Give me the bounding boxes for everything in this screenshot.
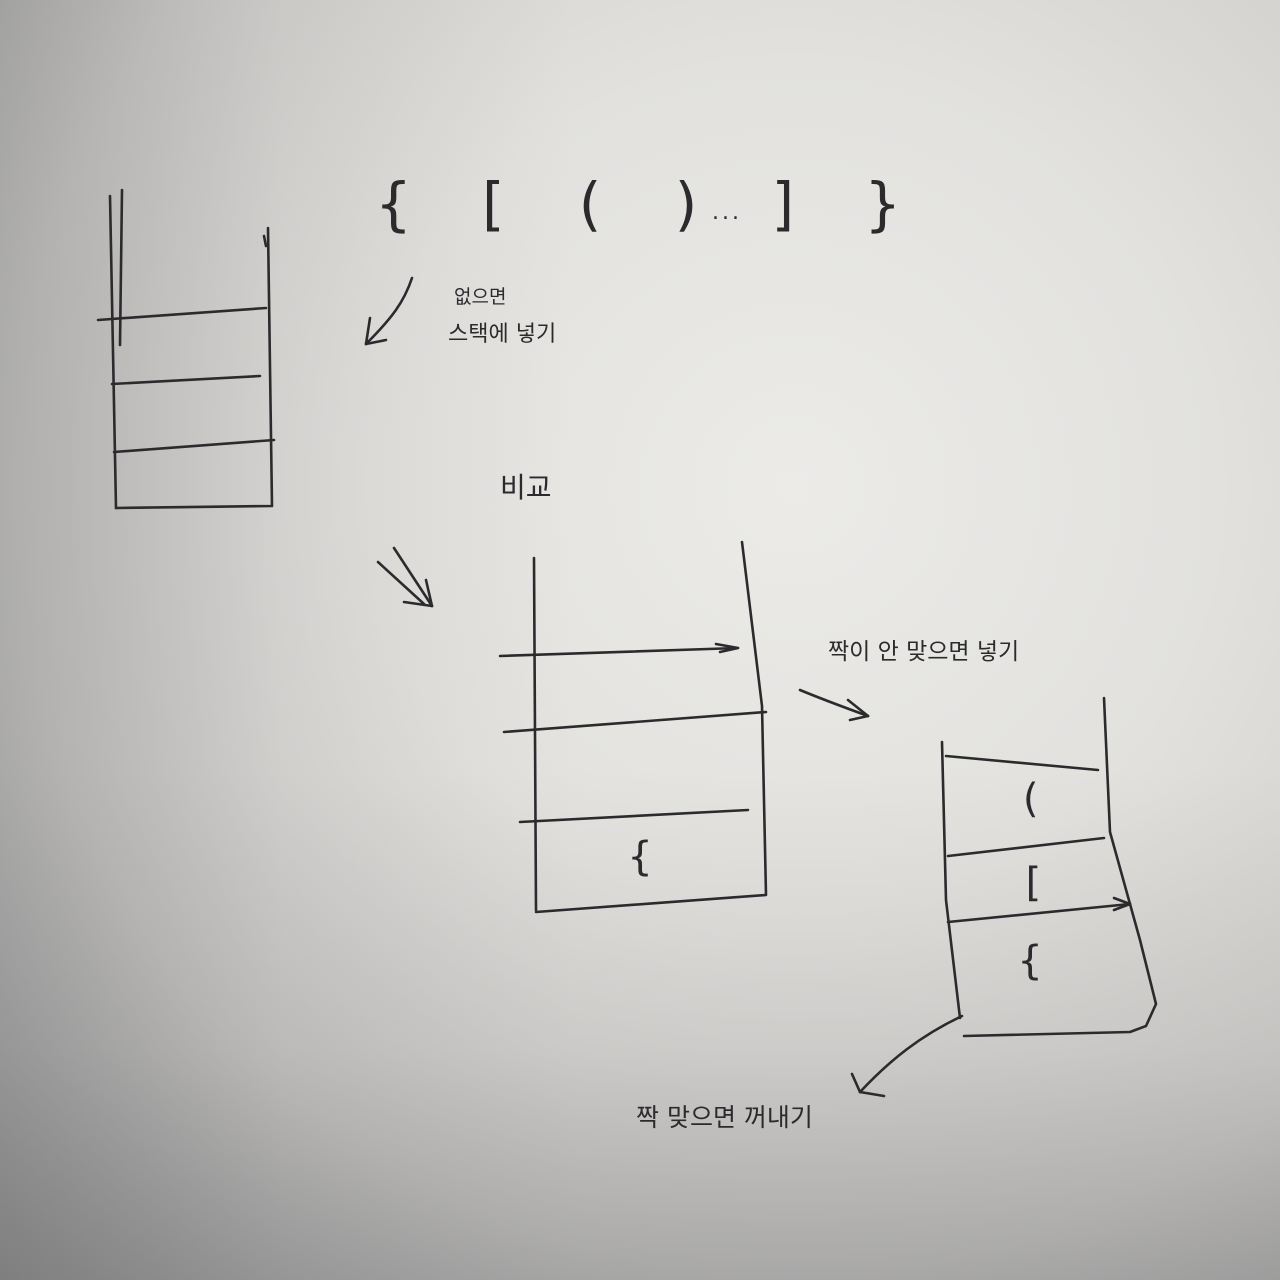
bracket-sequence: { [ ( ) ] } (376, 170, 915, 238)
pop-arrow (850, 1014, 964, 1098)
compare-arrow (376, 546, 434, 608)
label-compare: 비교 (500, 471, 552, 504)
left-stack (96, 188, 276, 510)
middle-stack-bottom-item: { (628, 834, 653, 880)
middle-stack (498, 540, 768, 914)
push-arrow-right (798, 688, 870, 722)
right-stack-top-item: ( (1018, 776, 1043, 822)
right-stack-middle-item: [ (1020, 860, 1045, 906)
label-push-if-not-match: 짝이 안 맞으면 넣기 (828, 639, 1020, 665)
push-arrow (364, 276, 414, 346)
right-stack-bottom-item: { (1018, 938, 1043, 984)
label-push-to-stack: 스택에 넣기 (448, 322, 557, 347)
label-if-none: 없으면 (454, 286, 507, 308)
label-pop-if-match: 짝 맞으면 꺼내기 (636, 1103, 813, 1132)
right-stack (940, 696, 1158, 1038)
bracket-ellipsis: ... (712, 200, 742, 225)
